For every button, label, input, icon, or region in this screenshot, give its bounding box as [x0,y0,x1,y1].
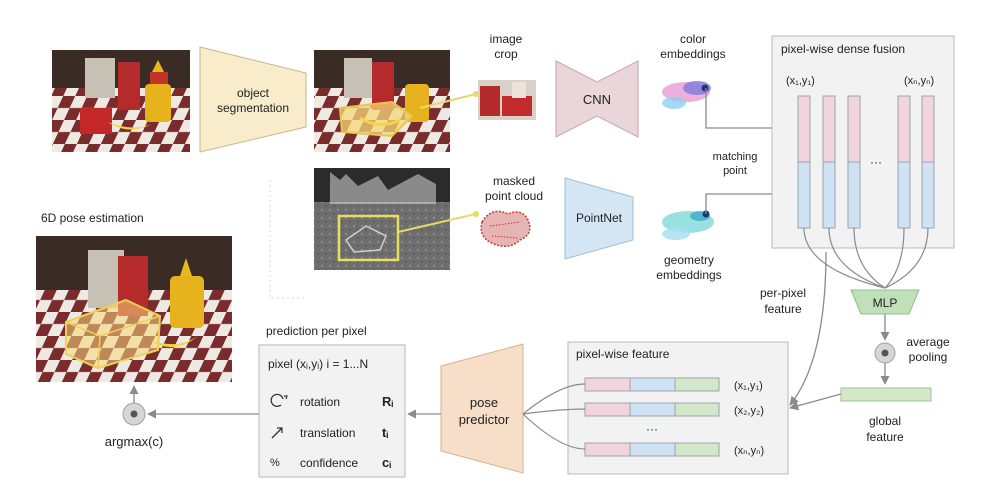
segmentation-label-line2: segmentation [217,101,289,115]
confidence-symbol: cᵢ [382,455,391,470]
per-pixel-feature-label-line1: per-pixel [760,286,806,300]
geometry-embeddings-label-line1: geometry [664,253,714,267]
image-crop: image crop [478,32,536,120]
pointnet-block: PointNet [564,177,634,260]
feature-row: (xₙ,yₙ) [584,442,764,457]
pixel-wise-feature-title: pixel-wise feature [576,347,670,361]
point-cloud-label-line1: masked [493,174,535,188]
fusion-column [847,95,861,229]
per-pixel-feature-arrow [789,251,827,406]
feature-rows: (x₁,y₁) (x₂,y₂) (xₙ,yₙ) [584,377,764,457]
feature-row-label: (x₁,y₁) [734,380,763,392]
fusion-converge-line [853,227,886,289]
pixel-wise-feature-panel: pixel-wise feature (x₁,y₁) (x₂,y₂) (xₙ,yₙ)… [567,341,789,475]
mlp-label: MLP [873,296,898,310]
rotation-symbol: Rᵢ [382,394,393,409]
pointnet-label: PointNet [576,211,623,225]
translation-label: translation [300,426,355,440]
feature-to-predictor-line [522,408,586,415]
argmax-label: argmax(c) [105,434,164,449]
placeholder-frame [269,180,306,299]
dense-fusion-title: pixel-wise dense fusion [781,42,905,56]
prediction-title: prediction per pixel [266,324,367,338]
fusion-converge-lines [803,227,929,289]
global-to-feature-arrow [789,393,842,411]
global-feature: global feature [840,387,932,444]
confidence-label: confidence [300,456,358,470]
matching-point-label-line1: matching [713,151,758,163]
segmented-rgb-image [314,50,450,152]
translation-icon [271,427,283,439]
color-embeddings-label-line1: color [680,32,706,46]
global-feature-label-line2: feature [866,430,904,444]
confidence-icon: % [270,457,280,469]
seg-to-crop-connector [419,93,477,109]
feature-row-label: (xₙ,yₙ) [734,445,764,457]
fusion-column [797,95,811,229]
feature-row: (x₂,y₂) [584,402,764,417]
feature-to-predictor-line [522,383,586,415]
rotation-label: rotation [300,395,340,409]
pixel-index-label: pixel (xᵢ,yᵢ) i = 1...N [268,357,368,371]
average-pooling-label-line2: pooling [909,350,948,364]
object-segmentation-block: object segmentation [199,46,307,153]
dense-fusion-panel: pixel-wise dense fusion (x₁,y₁) (xₙ,yₙ) … [771,35,955,289]
geometry-to-fusion-arrow [705,189,796,214]
feature-to-predictor-line [522,413,586,450]
fusion-last-col-label: (xₙ,yₙ) [904,75,934,87]
fusion-converge-line [803,227,886,289]
cnn-label: CNN [583,92,611,107]
point-cloud-label-line2: point cloud [485,189,543,203]
translation-symbol: tᵢ [382,425,388,440]
feature-row: (x₁,y₁) [584,377,763,392]
global-feature-label-line1: global [869,414,901,428]
masked-point-cloud: masked point cloud [480,174,543,247]
pose-predictor-label-line2: predictor [459,412,510,427]
color-embeddings-label-line2: embeddings [660,47,725,61]
average-pooling-label-line1: average [906,335,950,349]
geometry-embeddings: geometry embeddings [656,210,722,282]
prediction-per-pixel-panel: prediction per pixel pixel (xᵢ,yᵢ) i = 1… [258,324,406,478]
feature-row-label: (x₂,y₂) [734,405,764,417]
matching-point-label-line2: point [723,165,747,177]
color-to-fusion-arrow [705,88,796,133]
argmax-node: argmax(c) [105,402,164,449]
fusion-first-col-label: (x₁,y₁) [786,75,815,87]
per-pixel-feature-label-line2: feature [764,302,802,316]
masked-depth-image [314,168,450,270]
image-crop-label-line2: crop [494,47,518,61]
fusion-columns [797,95,935,229]
image-crop-label-line1: image [490,32,523,46]
depth-to-cloud-connector [397,213,477,233]
fusion-converge-line [828,227,886,289]
feature-ellipsis: ··· [646,422,658,436]
fusion-column [921,95,935,229]
feature-to-predictor-lines [522,383,586,450]
mlp-block: MLP [850,289,920,315]
cnn-block: CNN [555,60,639,138]
pose-estimation-output: 6D pose estimation [36,211,232,382]
fusion-column [822,95,836,229]
color-embeddings: color embeddings [660,32,726,109]
pose-predictor-block: pose predictor [440,343,524,474]
geometry-embeddings-label-line2: embeddings [656,268,721,282]
fusion-column [897,95,911,229]
fusion-converge-line [884,227,905,289]
pose-predictor-label-line1: pose [470,395,498,410]
segmentation-label-line1: object [237,86,270,100]
fusion-converge-line [884,227,929,289]
rotation-icon [270,393,284,408]
input-rgb-image [52,50,190,152]
average-pooling-node: average pooling [874,335,950,364]
pose-estimation-title: 6D pose estimation [41,211,144,225]
fusion-ellipsis: ··· [870,155,882,169]
